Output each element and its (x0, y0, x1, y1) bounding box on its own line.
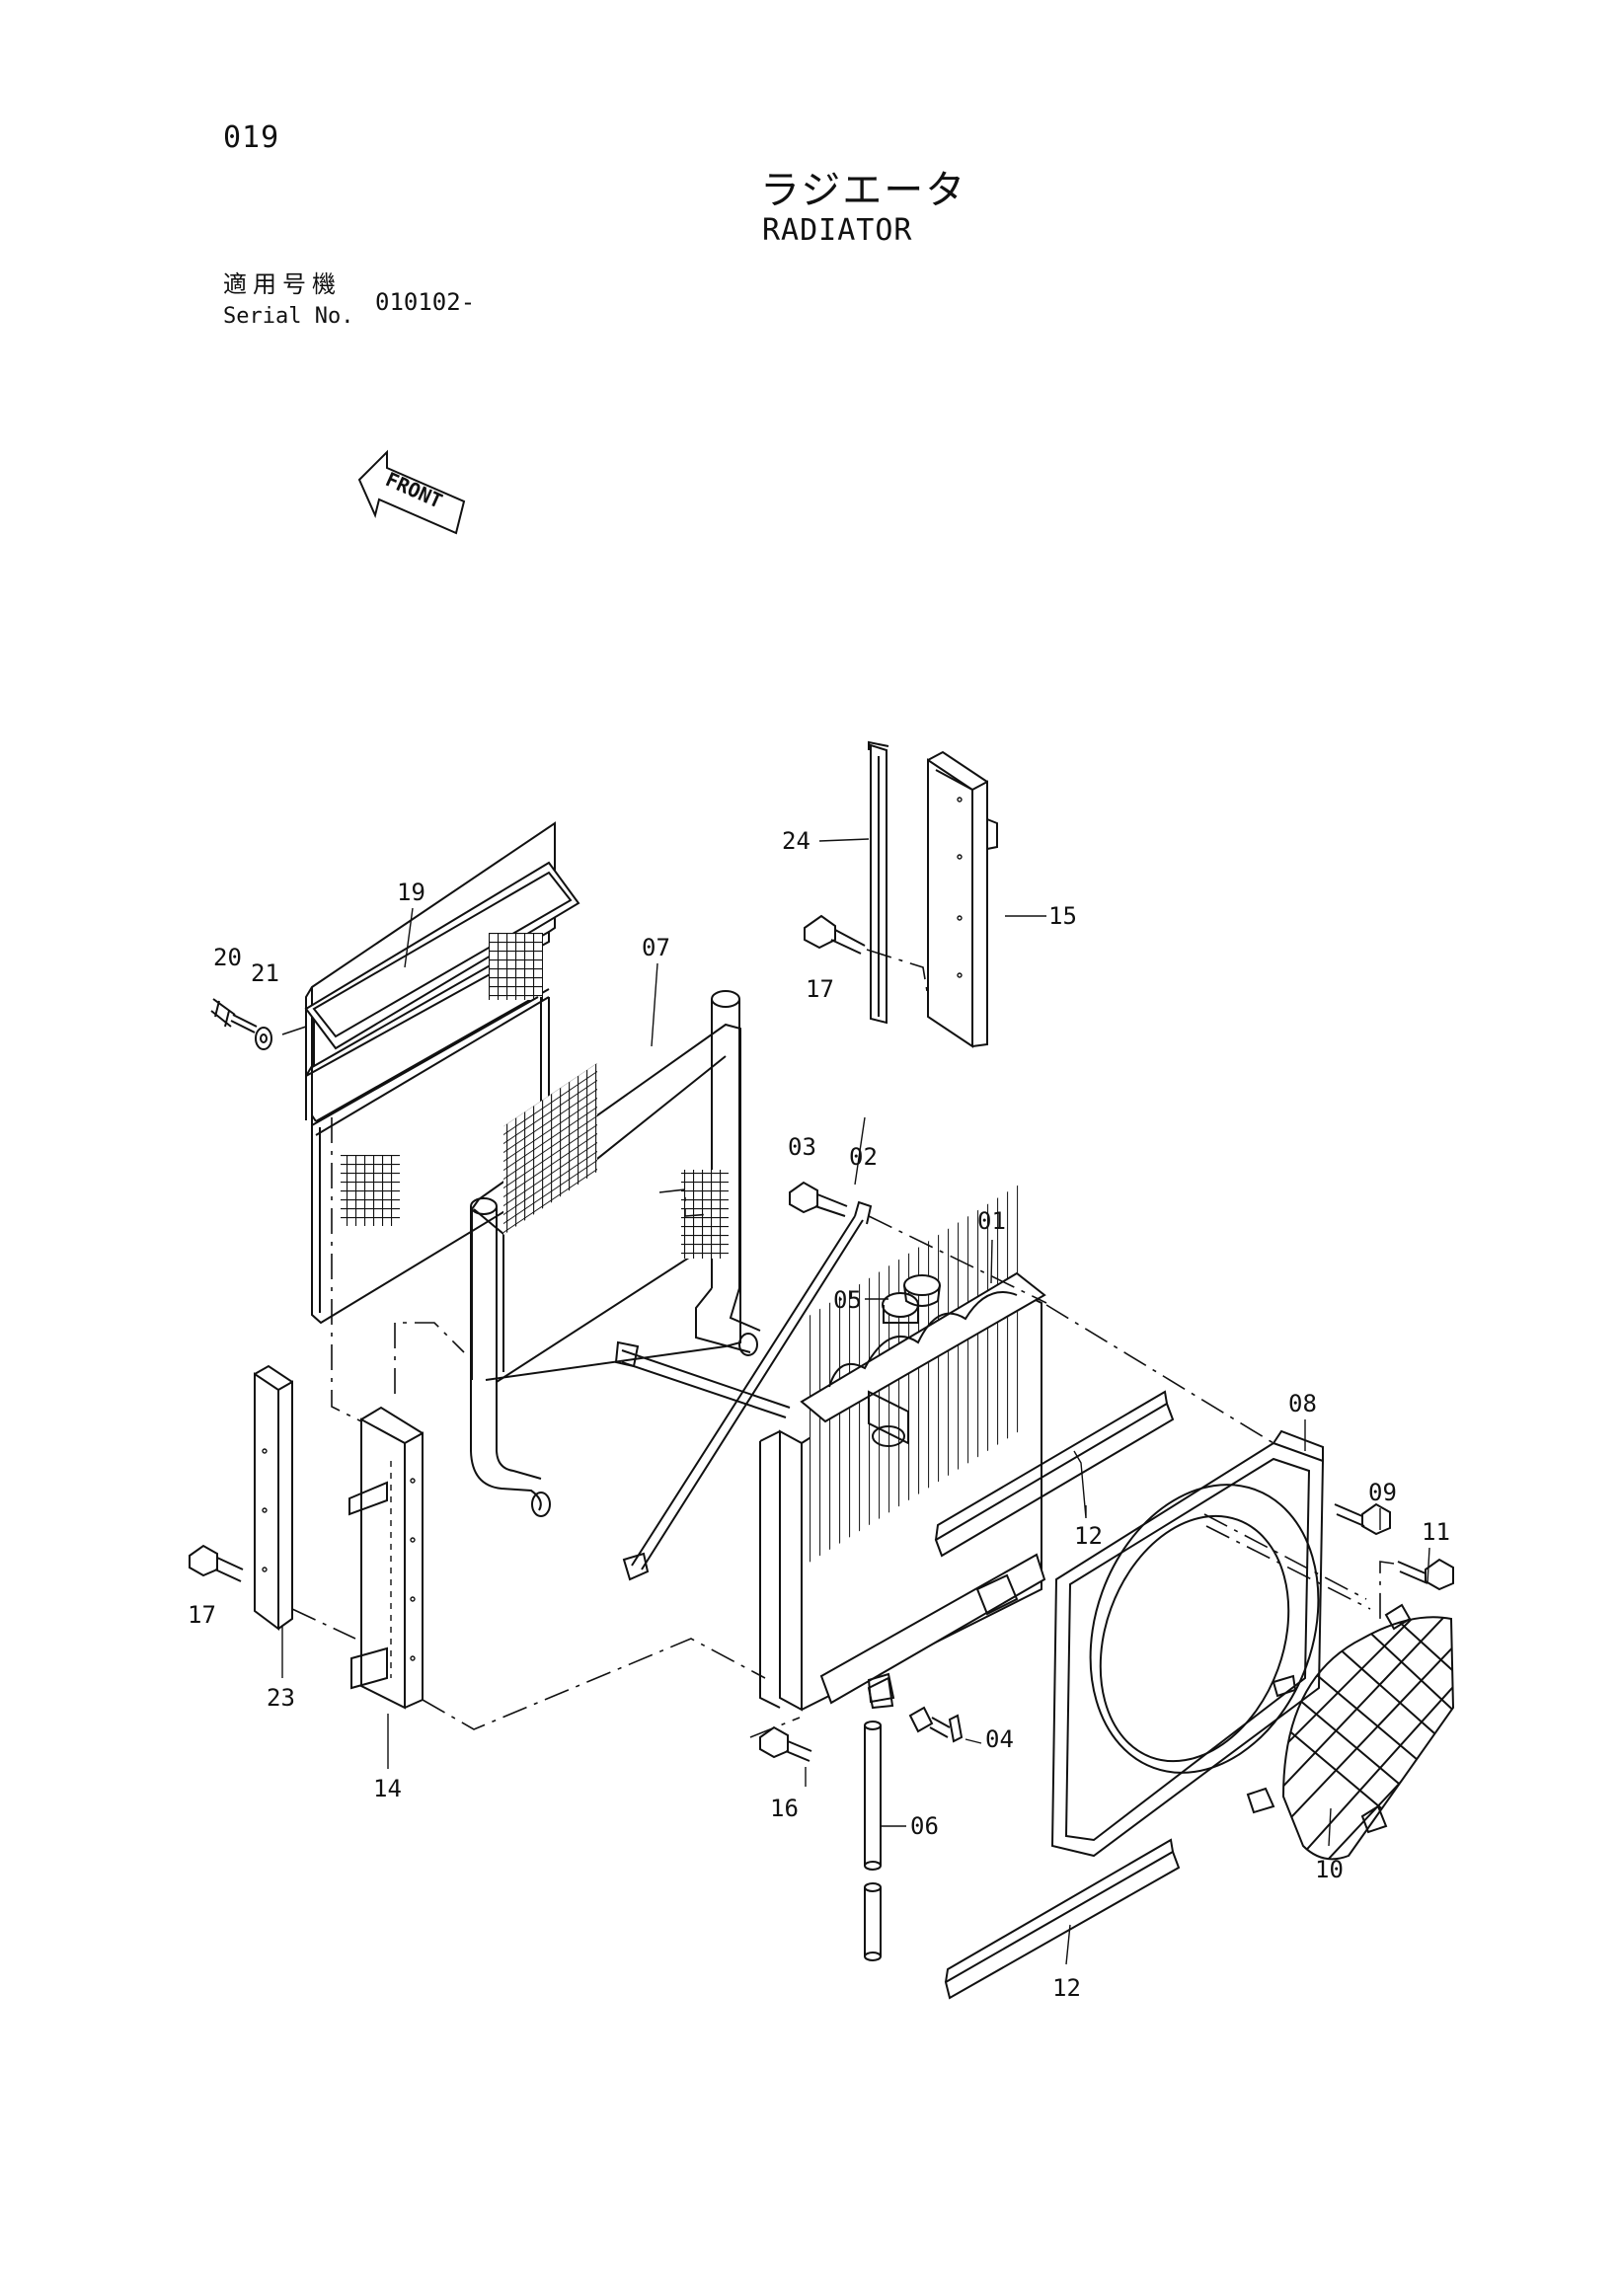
part-number-09: 09 (1368, 1479, 1397, 1506)
serial-label-english: Serial No. (223, 304, 354, 329)
part-11-bolt (1397, 1558, 1454, 1591)
part-21-washer (255, 1027, 272, 1050)
part-number-12-upper: 12 (1074, 1522, 1103, 1550)
part-number-17-upper: 17 (806, 975, 834, 1003)
part-16-bolt (759, 1725, 812, 1762)
part-12-upper-seal (934, 1390, 1175, 1558)
part-number-21: 21 (251, 959, 279, 987)
part-number-15: 15 (1048, 902, 1077, 930)
part-number-14: 14 (373, 1775, 402, 1802)
page-title-english: RADIATOR (762, 213, 913, 248)
part-23-lower-bracket (254, 1364, 293, 1631)
part-number-12-lower: 12 (1052, 1974, 1081, 2002)
serial-label-japanese: 適用号機 (223, 270, 342, 298)
part-number-02: 02 (849, 1143, 878, 1171)
front-arrow-icon: FRONT (357, 449, 466, 535)
part-number-20: 20 (213, 944, 242, 971)
part-03-bolt (789, 1181, 848, 1217)
part-number-17-lower: 17 (188, 1601, 216, 1629)
part-number-24: 24 (782, 827, 810, 855)
part-12-lower-seal (944, 1838, 1181, 2000)
part-10-fan-guard (1246, 1603, 1455, 1861)
part-number-19: 19 (397, 879, 425, 906)
part-04-drain-cock (867, 1676, 964, 1743)
part-17-upper-bolt (804, 914, 866, 955)
part-17-lower-bolt (189, 1544, 244, 1582)
front-arrow-label: FRONT (382, 467, 446, 512)
part-15-side-bracket (927, 750, 998, 1048)
part-number-08: 08 (1288, 1390, 1317, 1417)
part-19-screen-frame (304, 821, 580, 1325)
part-07-oil-cooler (470, 990, 761, 1517)
part-06-drain-hose (864, 1721, 882, 1961)
part-01-radiator-core (759, 1180, 1046, 1712)
part-number-11: 11 (1422, 1518, 1450, 1546)
part-24-strip (868, 740, 889, 1025)
part-number-10: 10 (1315, 1856, 1344, 1883)
part-02-stay-rods (614, 1200, 873, 1581)
part-number-16: 16 (770, 1795, 799, 1822)
part-number-01: 01 (977, 1207, 1006, 1235)
page-number: 019 (223, 120, 280, 155)
part-number-07: 07 (642, 934, 670, 961)
part-14-side-panel (348, 1406, 424, 1710)
serial-number-value: 010102- (375, 288, 476, 316)
part-number-06: 06 (910, 1812, 939, 1840)
part-08-fan-shroud (1050, 1429, 1325, 1858)
part-number-03: 03 (788, 1133, 816, 1161)
part-number-23: 23 (267, 1684, 295, 1712)
part-number-05: 05 (833, 1286, 862, 1314)
part-number-04: 04 (985, 1725, 1014, 1753)
page-title-japanese: ラジエータ (760, 168, 967, 213)
part-20-bolt (210, 998, 258, 1033)
leader-lines (281, 838, 1430, 1965)
part-09-bolt (1334, 1502, 1391, 1536)
part-05-radiator-cap (903, 1274, 941, 1307)
